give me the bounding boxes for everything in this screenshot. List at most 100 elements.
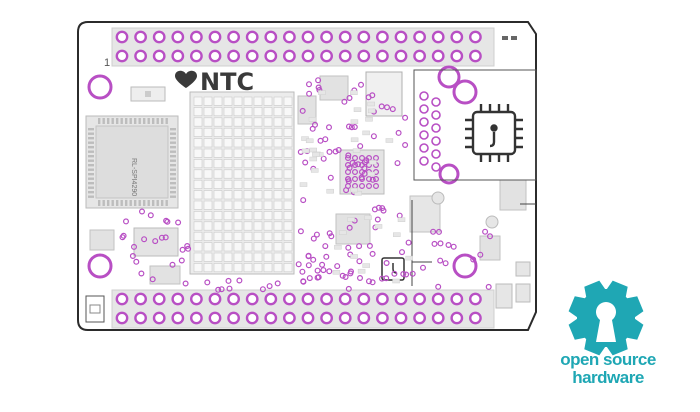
header-pin: [152, 311, 166, 325]
bga-ball: [203, 221, 213, 231]
bga-ball: [263, 263, 273, 273]
chip-pad: [111, 118, 114, 124]
bga-ball: [253, 252, 263, 262]
chip-pads: [88, 118, 176, 206]
chip-pad: [170, 191, 176, 194]
via: [162, 234, 169, 241]
bga-ball: [193, 159, 203, 169]
bga-ball: [263, 231, 273, 241]
bga-ball: [193, 200, 203, 210]
via: [437, 240, 444, 247]
bga-ball: [233, 159, 243, 169]
header-pin: [245, 311, 259, 325]
bga-ball: [263, 242, 273, 252]
header-pin: [171, 292, 185, 306]
bga-ball: [243, 127, 253, 137]
bga-ball: [203, 263, 213, 273]
via: [369, 176, 376, 183]
bga-ball: [223, 221, 233, 231]
component-block: [499, 179, 527, 211]
via: [383, 260, 390, 267]
bga-ball: [203, 138, 213, 148]
bga-ball: [203, 169, 213, 179]
via: [445, 242, 452, 249]
mounting-hole: [452, 79, 478, 105]
module-via: [419, 130, 429, 140]
bga-ball: [253, 159, 263, 169]
via: [435, 283, 442, 290]
smd-part: [310, 168, 319, 173]
header-pin: [115, 30, 129, 44]
vias: [119, 77, 494, 293]
smd-part: [308, 117, 317, 122]
bga-ball: [213, 96, 223, 106]
header-pin: [245, 49, 259, 63]
bga-ball: [213, 159, 223, 169]
header-pin: [208, 30, 222, 44]
top-header-pins: [115, 30, 482, 63]
via: [430, 228, 437, 235]
header-pin: [264, 49, 278, 63]
via: [226, 285, 233, 292]
bga-ball: [273, 211, 283, 221]
via: [323, 253, 330, 260]
bga-ball: [243, 169, 253, 179]
bga-ball: [213, 148, 223, 158]
header-pin: [413, 311, 426, 325]
module-vias: [419, 91, 441, 172]
header-pin: [189, 49, 203, 63]
module-outline: [413, 69, 537, 181]
via: [339, 272, 346, 279]
smd-part: [357, 268, 366, 274]
smd-part: [350, 119, 359, 124]
bga-ball: [203, 200, 213, 210]
mounting-hole: [87, 253, 113, 279]
bga-ball: [233, 242, 243, 252]
via: [326, 148, 333, 155]
smd-part: [326, 188, 334, 194]
via: [346, 123, 353, 130]
header-pin: [394, 30, 408, 44]
bga-ball: [193, 179, 203, 189]
smd-part: [305, 138, 314, 144]
header-pin: [413, 49, 426, 63]
bga-ball: [253, 231, 263, 241]
via: [363, 157, 370, 164]
bga-ball: [273, 242, 283, 252]
bga-ball: [273, 127, 283, 137]
via: [328, 233, 335, 240]
header-pin: [375, 49, 389, 63]
via: [326, 230, 333, 237]
via: [391, 270, 398, 277]
bga-ball: [273, 252, 283, 262]
component-block: [319, 75, 349, 101]
corner-marks: [502, 36, 517, 40]
bga-ball: [203, 242, 213, 252]
via: [133, 258, 140, 265]
via: [383, 275, 390, 282]
qfp-pad: [352, 169, 359, 176]
bga-ball: [233, 211, 243, 221]
chip-pad: [129, 118, 132, 124]
bga-ball: [263, 117, 273, 127]
bga-ball: [243, 263, 253, 273]
smd-part: [318, 90, 326, 95]
header-pin: [245, 30, 259, 44]
bga-ball: [263, 190, 273, 200]
bga-ball: [283, 252, 293, 262]
chip-pad: [88, 159, 94, 162]
bga-ball: [273, 138, 283, 148]
smd-part: [301, 148, 310, 154]
bga-ball: [213, 117, 223, 127]
bga-ball: [273, 117, 283, 127]
mounting-holes: [87, 65, 478, 279]
component-block: [89, 229, 115, 251]
via: [357, 275, 364, 282]
bga-ball: [253, 117, 263, 127]
header-pin: [171, 311, 185, 325]
chip-pad: [116, 200, 119, 206]
header-pin: [468, 30, 482, 44]
smd-part: [312, 152, 320, 157]
via: [315, 84, 322, 91]
via: [315, 77, 322, 84]
